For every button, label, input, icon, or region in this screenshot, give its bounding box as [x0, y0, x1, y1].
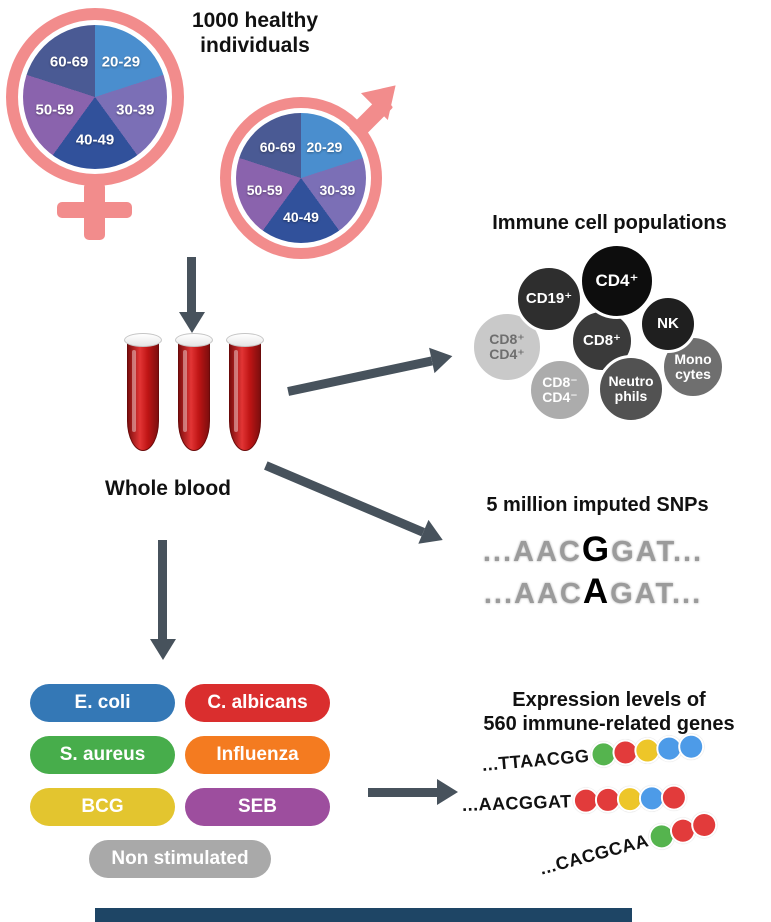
arrow-stimuli-to-expression: [368, 779, 458, 805]
stimulus-pill-seb: SEB: [185, 788, 330, 826]
tube-blood: [178, 339, 210, 451]
cohort-title: 1000 healthy individuals: [191, 9, 319, 58]
whole-blood-label: Whole blood: [105, 477, 231, 500]
immune-cells-title: Immune cell populations: [492, 212, 727, 234]
age-label-20-29: 20-29: [306, 138, 343, 155]
tube-blood: [229, 339, 261, 451]
snp-variant-allele: A: [582, 572, 611, 611]
arrow-shaft: [368, 787, 437, 797]
probe-beads: [645, 809, 721, 853]
gene-sequence: ...TTAACGG: [481, 732, 705, 778]
stimulus-pill-influenza: Influenza: [185, 736, 330, 774]
age-label-40-49: 40-49: [75, 131, 115, 149]
bead-blue: [676, 732, 705, 761]
gene-sequence-text: ...AACGGAT: [461, 790, 572, 815]
cell-circle-cd19: CD19⁺: [515, 265, 583, 333]
arrow-shaft: [264, 460, 426, 536]
female-symbol: 20-29 30-39 40-49 50-59 60-69: [6, 8, 192, 244]
snp-flank: GAT...: [611, 536, 704, 568]
probe-beads: [589, 732, 705, 769]
cell-circle-neutrophils: Neutro phils: [597, 355, 665, 423]
snp-sequence-line: ...AACGGAT...: [428, 530, 758, 572]
tube-rim: [175, 333, 213, 347]
arrow-head-icon: [429, 343, 456, 374]
arrow-blood-to-stimuli: [150, 540, 176, 660]
snp-sequences: ...AACGGAT... ...AACAGAT...: [428, 530, 758, 614]
female-symbol-ring: 20-29 30-39 40-49 50-59 60-69: [6, 8, 184, 186]
age-label-50-59: 50-59: [35, 101, 74, 119]
immune-cell-cluster: CD4⁺ CD19⁺ NK CD8⁺ CD8⁺ CD4⁺ Mono cytes …: [468, 243, 763, 428]
blood-tube: [175, 333, 213, 457]
arrow-shaft: [158, 540, 168, 639]
snp-flank: GAT...: [610, 578, 703, 610]
cell-circle-nk: NK: [639, 295, 697, 353]
stimulus-pill-e-coli: E. coli: [30, 684, 175, 722]
gene-sequence-text: ...TTAACGG: [481, 745, 591, 775]
stimulus-pill-s-aureus: S. aureus: [30, 736, 175, 774]
bottom-bar: [95, 908, 632, 922]
bead-red: [660, 784, 687, 812]
snp-flank: ...AAC: [483, 578, 583, 610]
snp-flank: ...AAC: [482, 536, 582, 568]
arrow-head-icon: [437, 779, 458, 805]
arrow-head-icon: [179, 312, 205, 333]
arrow-shaft: [187, 257, 197, 312]
snp-variant-allele: G: [581, 530, 612, 569]
age-label-30-39: 30-39: [319, 181, 356, 198]
arrow-symbols-to-blood: [179, 257, 205, 333]
age-label-60-69: 60-69: [259, 138, 296, 155]
arrow-blood-to-cells: [285, 343, 456, 403]
gene-sequence-text: ...CACGCAA: [537, 829, 651, 879]
gene-sequence: ...CACGCAA: [537, 809, 721, 881]
cell-circle-cd8neg-cd4neg: CD8⁻ CD4⁻: [528, 358, 592, 422]
age-label-40-49: 40-49: [283, 209, 319, 225]
age-label-60-69: 60-69: [49, 53, 89, 71]
probe-beads: [572, 784, 687, 815]
tube-rim: [124, 333, 162, 347]
snp-sequence-line: ...AACAGAT...: [428, 572, 758, 614]
blood-tube: [226, 333, 264, 457]
stimuli-panel: E. coli C. albicans S. aureus Influenza …: [30, 684, 330, 878]
arrow-blood-to-snps: [261, 453, 448, 552]
tube-blood: [127, 339, 159, 451]
expression-title: Expression levels of 560 immune-related …: [483, 689, 735, 735]
blood-tube: [124, 333, 162, 457]
stimulus-pill-c-albicans: C. albicans: [185, 684, 330, 722]
age-label-20-29: 20-29: [101, 53, 141, 71]
venus-symbol-crossbar: [57, 202, 132, 218]
tube-rim: [226, 333, 264, 347]
stimulus-pill-bcg: BCG: [30, 788, 175, 826]
blood-tubes: [124, 333, 264, 457]
stimulus-pill-non-stimulated: Non stimulated: [89, 840, 271, 878]
male-symbol-ring: 20-29 30-39 40-49 50-59 60-69: [220, 97, 382, 259]
snps-title: 5 million imputed SNPs: [486, 494, 709, 516]
female-age-pie: 20-29 30-39 40-49 50-59 60-69: [23, 25, 167, 169]
cell-circle-cd4: CD4⁺: [579, 243, 655, 319]
age-label-30-39: 30-39: [116, 101, 155, 119]
arrow-shaft: [287, 356, 433, 396]
arrow-head-icon: [150, 639, 176, 660]
gene-sequence: ...AACGGAT: [462, 784, 687, 818]
male-symbol: 20-29 30-39 40-49 50-59 60-69: [220, 71, 425, 265]
age-label-50-59: 50-59: [246, 181, 283, 198]
male-age-pie: 20-29 30-39 40-49 50-59 60-69: [236, 113, 366, 243]
